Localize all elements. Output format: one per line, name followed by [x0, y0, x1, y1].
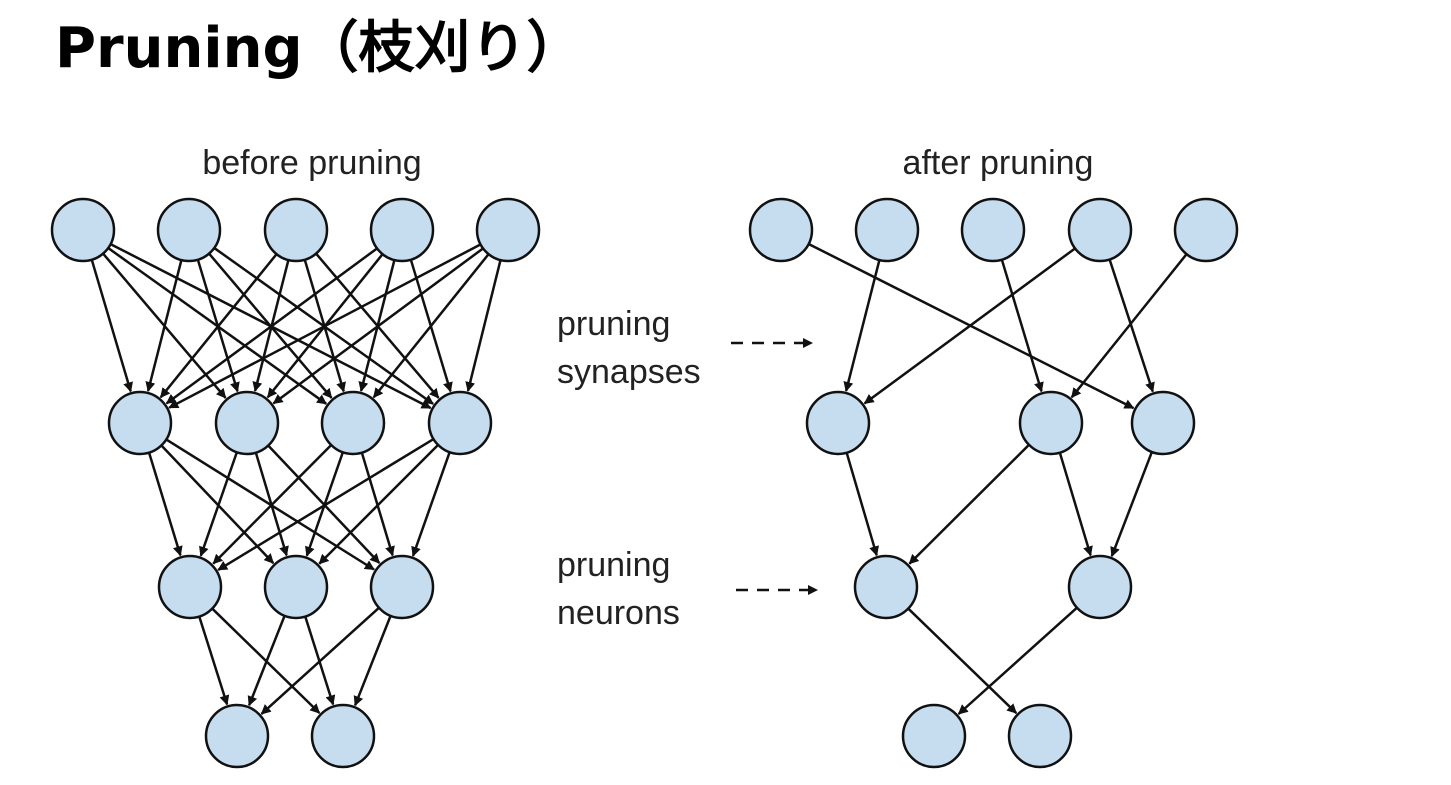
slide-title: Pruning（枝刈り） — [55, 16, 583, 81]
after-neuron-l3-1 — [1007, 703, 1073, 769]
pruning-neurons-line-1: pruning — [557, 546, 670, 584]
after-neuron-l0-1 — [854, 197, 920, 263]
before-neuron-l1-2 — [320, 390, 386, 456]
before-edge-l2-0-to-0 — [197, 614, 230, 706]
before-edge-l0-0-to-0 — [90, 257, 133, 393]
after-edge-l2-1-to-0 — [957, 605, 1080, 715]
before-edge-l1-0-to-0 — [147, 450, 183, 557]
before-neuron-l2-0 — [157, 554, 223, 620]
after-edge-l1-0-to-0 — [844, 450, 879, 557]
before-edge-l1-0-to-2 — [163, 437, 375, 571]
pruning-neurons-label: pruning neurons — [557, 546, 680, 632]
pruning-synapses-line-1: pruning — [557, 305, 670, 343]
after-neuron-l1-1 — [1018, 390, 1084, 456]
after-pruning-label: after pruning — [903, 144, 1094, 182]
before-edge-l1-0-to-1 — [159, 443, 275, 564]
before-edge-l2-0-to-1 — [209, 606, 321, 714]
after-neuron-l3-0 — [901, 703, 967, 769]
before-neuron-l1-0 — [107, 390, 173, 456]
before-neuron-l2-2 — [369, 554, 435, 620]
after-neuron-l1-0 — [805, 390, 871, 456]
after-edge-l2-0-to-1 — [905, 606, 1018, 714]
before-neuron-l0-2 — [263, 197, 329, 263]
after-neuron-l0-3 — [1067, 197, 1133, 263]
pruning-synapses-annotation: pruning synapses — [557, 305, 813, 391]
pruning-neurons-line-2: neurons — [557, 594, 680, 632]
after-neuron-l2-0 — [853, 554, 919, 620]
before-edge-l0-1-to-0 — [145, 257, 184, 392]
before-edge-l0-3-to-3 — [409, 257, 453, 393]
after-nodes — [748, 197, 1239, 769]
before-nodes — [50, 197, 541, 769]
before-neuron-l0-0 — [50, 197, 116, 263]
before-edge-l0-2-to-0 — [159, 251, 279, 399]
before-edge-l1-1-to-2 — [265, 443, 381, 564]
after-edge-l1-1-to-1 — [1058, 450, 1093, 557]
before-edges — [90, 242, 503, 715]
before-neuron-l1-1 — [214, 390, 280, 456]
before-edge-l1-3-to-2 — [411, 449, 452, 557]
after-pruning-network — [748, 197, 1239, 769]
before-edge-l1-2-to-1 — [305, 449, 345, 557]
after-edge-l0-4-to-1 — [1070, 251, 1189, 399]
pruning-neurons-annotation: pruning neurons — [557, 546, 818, 632]
after-neuron-l0-4 — [1173, 197, 1239, 263]
before-edge-l0-4-to-2 — [372, 251, 491, 399]
before-neuron-l0-1 — [156, 197, 222, 263]
before-neuron-l2-1 — [263, 554, 329, 620]
after-neuron-l0-0 — [748, 197, 814, 263]
before-neuron-l3-1 — [310, 703, 376, 769]
before-edge-l2-1-to-1 — [303, 614, 336, 706]
after-neuron-l0-2 — [960, 197, 1026, 263]
after-edge-l1-1-to-0 — [908, 442, 1032, 565]
before-edge-l2-1-to-0 — [247, 613, 287, 707]
before-edge-l0-1-to-2 — [206, 251, 333, 399]
before-edge-l0-1-to-1 — [196, 257, 240, 393]
after-edge-l0-3-to-0 — [863, 246, 1078, 405]
before-edge-l1-1-to-0 — [199, 449, 239, 557]
before-edge-l0-4-to-1 — [272, 246, 486, 405]
before-edge-l0-2-to-2 — [303, 257, 346, 393]
before-edge-l0-3-to-2 — [358, 257, 397, 392]
before-neuron-l0-3 — [369, 197, 435, 263]
pruning-synapses-label: pruning synapses — [557, 305, 701, 391]
before-edge-l1-2-to-2 — [360, 450, 395, 557]
before-edge-l0-4-to-3 — [465, 257, 503, 392]
before-edge-l1-2-to-0 — [212, 442, 334, 565]
after-edge-l0-2-to-1 — [1000, 257, 1044, 393]
after-edge-l1-2-to-1 — [1110, 449, 1154, 558]
before-edge-l0-1-to-3 — [211, 245, 434, 405]
before-pruning-network — [50, 197, 541, 769]
before-neuron-l1-3 — [427, 390, 493, 456]
before-edge-l0-4-to-0 — [168, 242, 483, 409]
after-neuron-l2-1 — [1067, 554, 1133, 620]
before-edge-l0-3-to-0 — [165, 246, 380, 405]
before-neuron-l3-0 — [204, 703, 270, 769]
before-edge-l2-2-to-1 — [353, 613, 393, 707]
before-pruning-label: before pruning — [202, 144, 421, 182]
pruning-synapses-line-2: synapses — [557, 353, 701, 391]
before-edge-l1-1-to-1 — [254, 450, 289, 557]
before-edge-l1-3-to-1 — [318, 442, 441, 565]
after-edge-l0-1-to-0 — [843, 257, 882, 392]
after-neuron-l1-2 — [1130, 390, 1196, 456]
after-edges — [806, 241, 1189, 715]
before-neuron-l0-4 — [475, 197, 541, 263]
before-edge-l1-3-to-0 — [217, 437, 436, 571]
before-edge-l2-2-to-0 — [260, 605, 382, 715]
